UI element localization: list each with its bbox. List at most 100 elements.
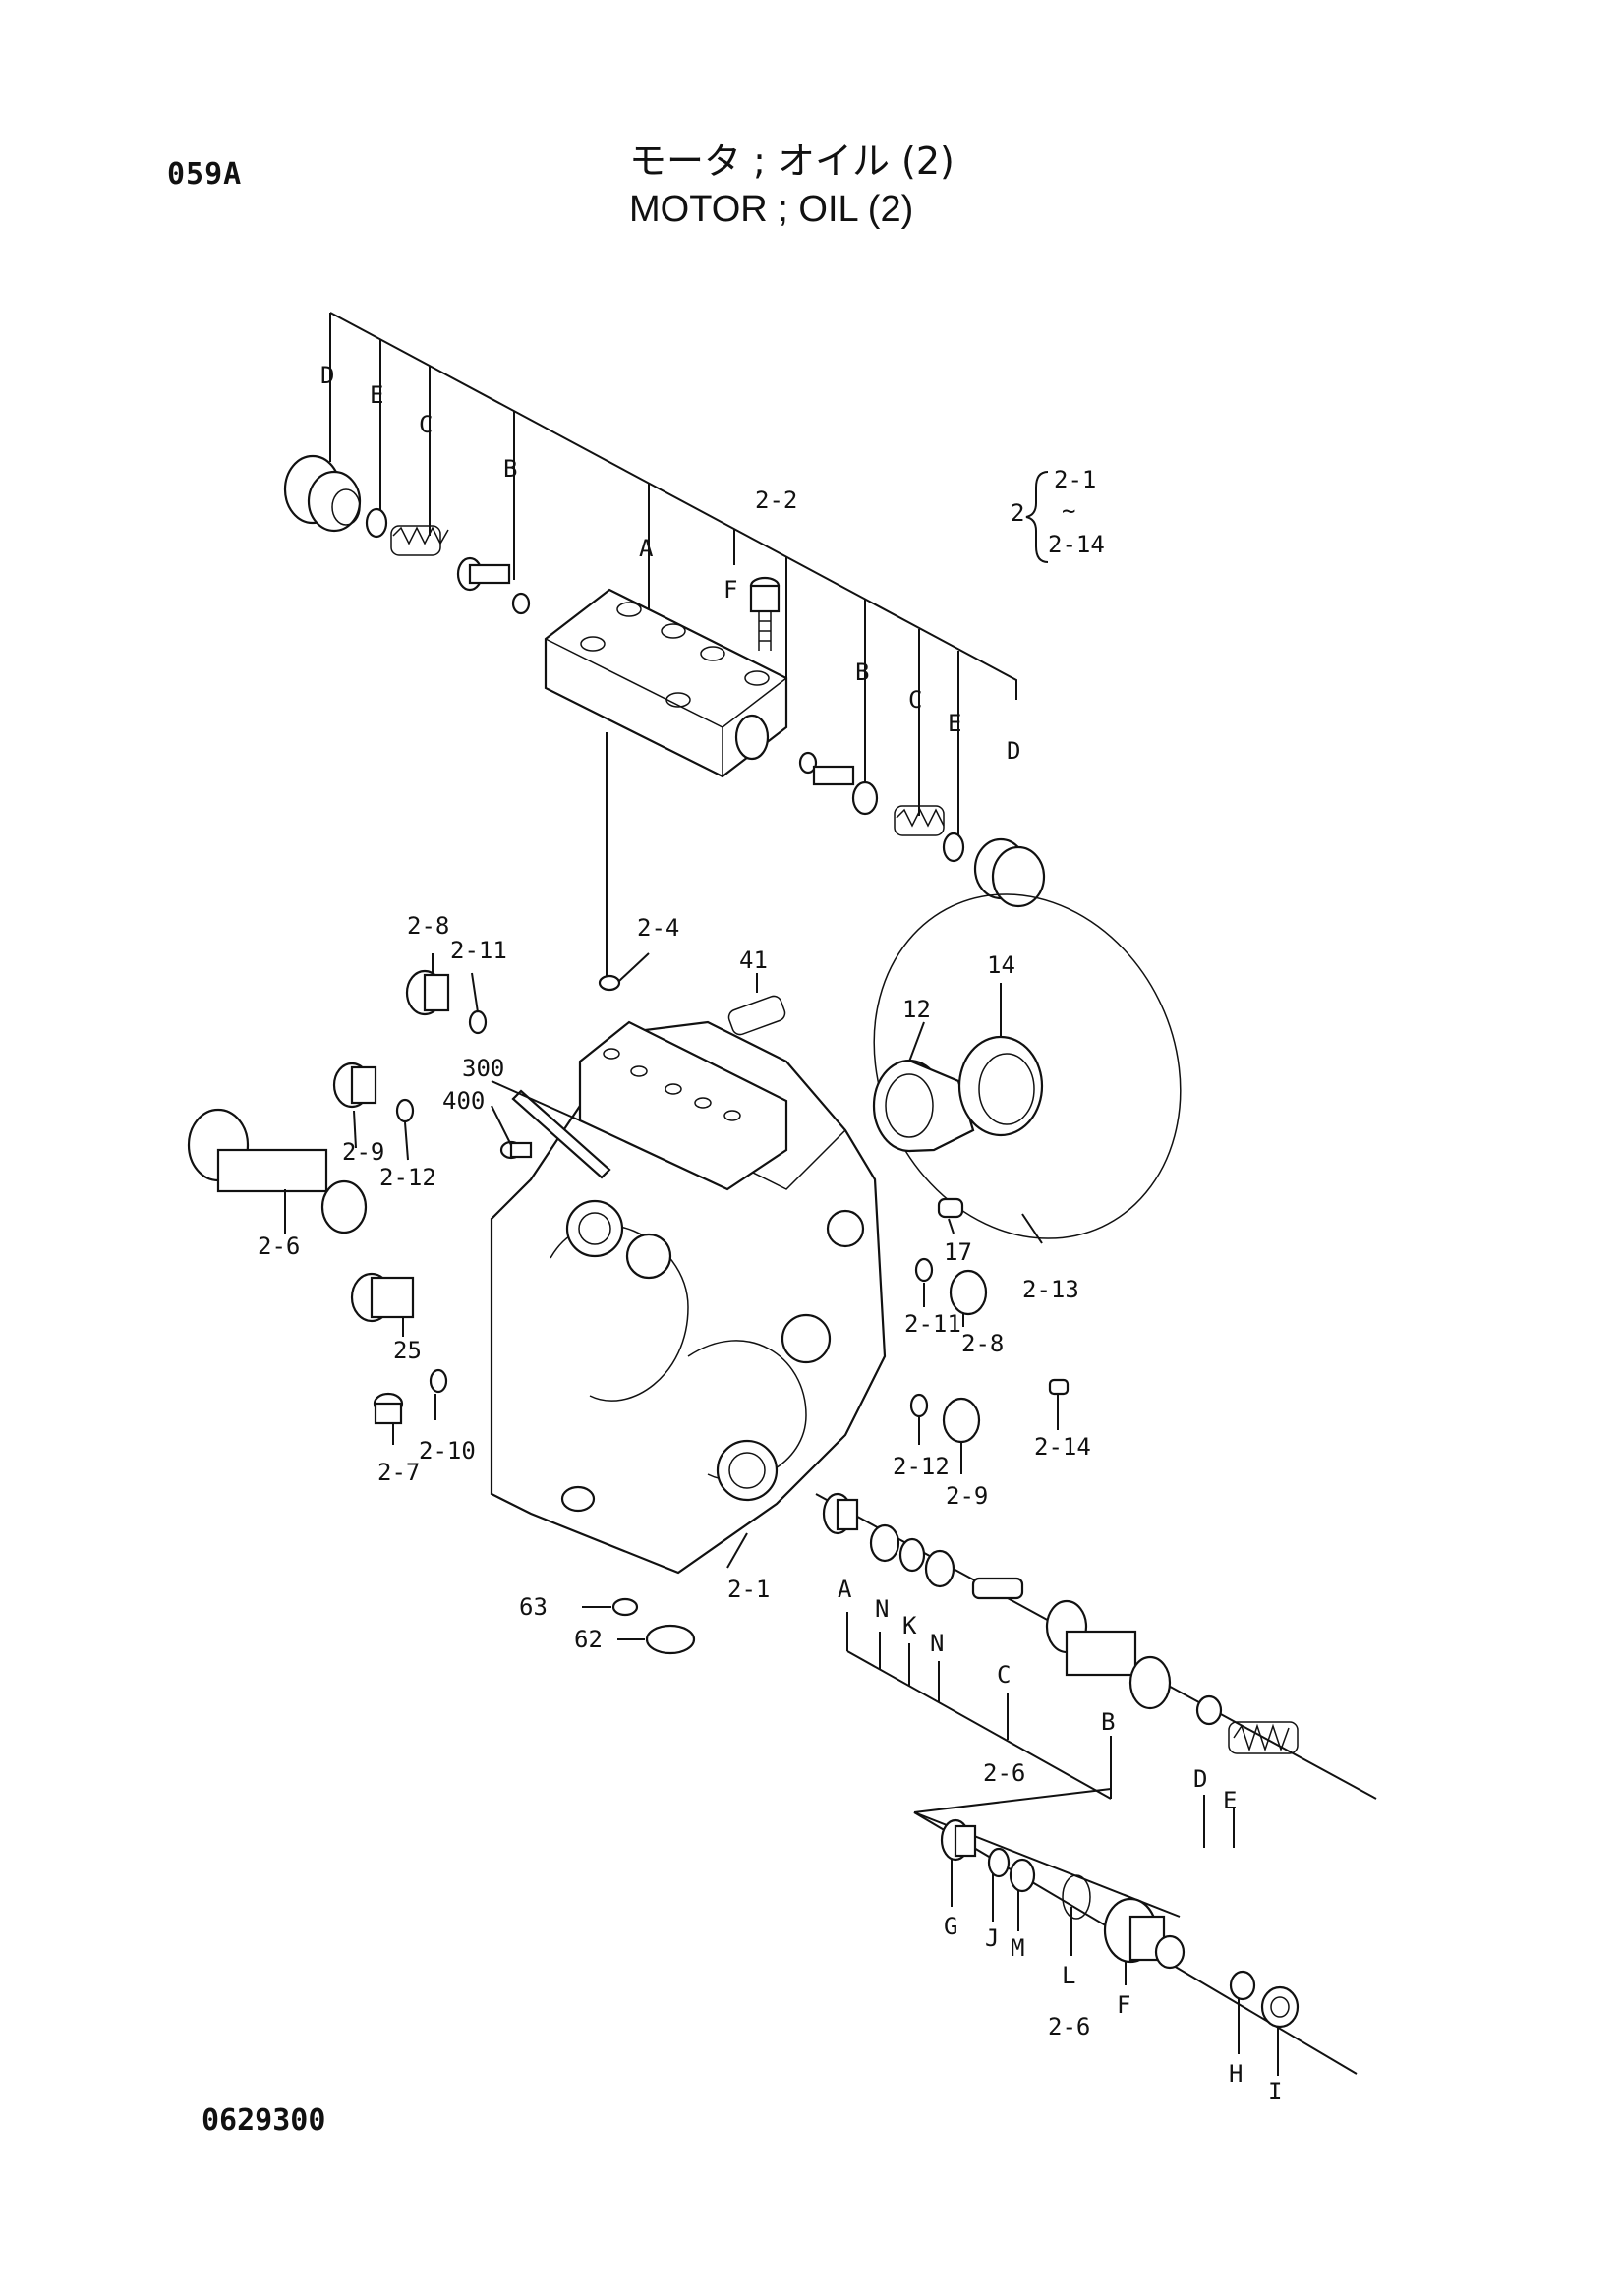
pin-17: [937, 1197, 964, 1219]
label-2-8-upper: 2-8: [407, 912, 449, 940]
range-note: 2 2-1 ~ 2-14: [1011, 466, 1105, 563]
top-plug-d-left: [283, 454, 362, 533]
label-mid-d: D: [1193, 1765, 1207, 1793]
label-2-4: 2-4: [637, 914, 679, 942]
range-group: 2: [1011, 499, 1024, 527]
label-top-b1: B: [503, 455, 517, 483]
label-top-2-2: 2-2: [755, 487, 797, 514]
label-2-14: 2-14: [1034, 1433, 1091, 1461]
needle-bearing-12: [872, 1059, 975, 1153]
oring-2-4: [598, 974, 621, 992]
bearing-race-14: [957, 1035, 1044, 1137]
middle-spring-e: [1228, 1721, 1299, 1754]
drawing-number: 0629300: [202, 2103, 326, 2138]
top-spring-c-right: [894, 805, 945, 836]
top-oring-e-right: [942, 832, 965, 863]
label-300: 300: [462, 1055, 504, 1082]
label-41: 41: [739, 947, 768, 974]
bottom-ring-j: [987, 1847, 1011, 1878]
plug-2-8-upper: [405, 969, 450, 1016]
ring-63: [611, 1597, 639, 1617]
middle-washer-n1: [869, 1523, 900, 1563]
plug-2-7: [373, 1392, 404, 1425]
screw-2-14: [1048, 1378, 1070, 1396]
label-top-c1: C: [419, 411, 433, 438]
label-top-f: F: [723, 576, 737, 603]
label-bot-l: L: [1062, 1962, 1075, 1989]
middle-spring-c: [971, 1577, 1024, 1600]
bottom-washer-m: [1009, 1858, 1036, 1893]
title-block: モータ ; オイル (2) MOTOR ; OIL (2): [629, 138, 955, 235]
label-2-1: 2-1: [727, 1576, 770, 1603]
label-bot-j: J: [985, 1924, 999, 1952]
range-tilde: ~: [1062, 497, 1075, 525]
label-mid-e: E: [1223, 1787, 1237, 1814]
label-mid-n2: N: [930, 1630, 944, 1657]
label-bot-g: G: [944, 1913, 957, 1940]
label-2-9-upper: 2-9: [342, 1138, 384, 1166]
label-bot-i: I: [1268, 2078, 1282, 2105]
label-2-10: 2-10: [419, 1437, 476, 1464]
bottom-snap-ring-l: [1062, 1874, 1091, 1920]
label-mid-n1: N: [875, 1595, 889, 1623]
bottom-seat-g: [940, 1818, 977, 1862]
motor-housing-2-1: [490, 1020, 887, 1575]
label-top-d1: D: [320, 362, 334, 389]
page-id: 059A: [167, 157, 243, 192]
label-2-6-bottom: 2-6: [1048, 2013, 1090, 2040]
range-to: 2-14: [1048, 531, 1105, 558]
label-top-c2: C: [908, 686, 922, 714]
bolt-400: [499, 1140, 533, 1160]
label-2-13: 2-13: [1022, 1276, 1079, 1303]
label-top-a: A: [639, 535, 654, 562]
range-brace: [1025, 471, 1049, 563]
valve-block-a: [544, 588, 788, 778]
leaders-center: [284, 952, 1059, 1640]
middle-washer-n2: [924, 1549, 955, 1588]
label-400: 400: [442, 1087, 485, 1115]
top-leader-frame: [329, 312, 1017, 835]
label-2-7: 2-7: [377, 1459, 420, 1486]
label-mid-b: B: [1101, 1708, 1115, 1736]
label-62: 62: [574, 1626, 603, 1653]
label-mid-a: A: [838, 1576, 852, 1603]
label-mid-k: K: [902, 1612, 917, 1639]
label-2-12-right: 2-12: [893, 1453, 950, 1480]
cap-screw-25: [350, 1272, 415, 1323]
bottom-plug-f: [1103, 1897, 1186, 1970]
label-bot-h: H: [1229, 2060, 1243, 2088]
spring-41: [727, 995, 786, 1036]
top-poppet-b-left: [456, 556, 531, 615]
top-poppet-b-right: [798, 751, 879, 816]
middle-seat-a: [822, 1492, 859, 1535]
middle-poppet-d: [1195, 1694, 1223, 1726]
label-63: 63: [519, 1593, 548, 1621]
spool-2-6-left: [187, 1108, 368, 1234]
bolt-300: [511, 1089, 611, 1179]
label-bot-f: F: [1117, 1991, 1130, 2019]
label-top-e1: E: [370, 381, 383, 409]
middle-ring-k: [898, 1537, 926, 1573]
oring-2-11-upper: [468, 1009, 488, 1035]
oring-2-12-upper: [395, 1098, 415, 1123]
label-2-6-middle: 2-6: [983, 1759, 1025, 1787]
bottom-screw-h: [1229, 1970, 1256, 2001]
label-14: 14: [987, 951, 1015, 979]
top-spring-c-left: [390, 525, 449, 556]
title-japanese: モータ ; オイル (2): [629, 140, 955, 183]
plug-2-9-right: [942, 1397, 981, 1444]
top-plug-d-right: [973, 837, 1046, 908]
cap-screw-f: [749, 576, 781, 651]
label-bot-m: M: [1011, 1934, 1024, 1962]
plug-2-9-upper: [332, 1062, 377, 1109]
label-2-8-right: 2-8: [961, 1330, 1004, 1357]
range-from: 2-1: [1054, 466, 1096, 493]
label-mid-c: C: [997, 1661, 1011, 1689]
ring-62: [645, 1624, 696, 1655]
label-2-9-right: 2-9: [946, 1482, 988, 1510]
oring-2-10: [429, 1368, 448, 1394]
middle-sleeve-b: [1045, 1599, 1172, 1710]
top-oring-e-left: [365, 507, 388, 539]
label-top-d2: D: [1007, 737, 1020, 765]
